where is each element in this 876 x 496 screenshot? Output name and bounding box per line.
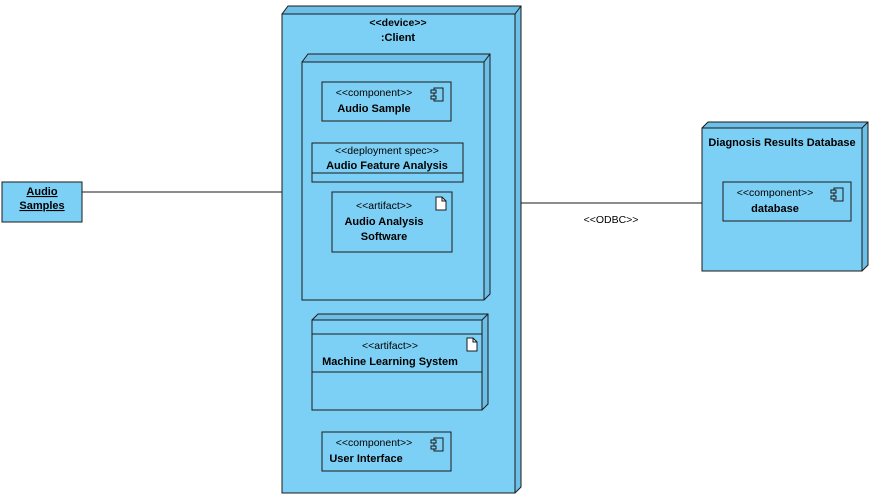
artifact-icon: [466, 337, 478, 352]
artifact-icon: [435, 196, 447, 211]
component-icon: [430, 87, 444, 102]
deployment-spec-name: Audio Feature Analysis: [326, 160, 448, 172]
machine-learning-system-name: Machine Learning System: [322, 356, 458, 368]
machine-learning-system-stereotype: <<artifact>>: [362, 340, 418, 352]
audio-samples-label-line1: Audio: [26, 186, 57, 198]
user-interface-component[interactable]: <<component>> User Interface: [321, 431, 452, 472]
audio-sample-stereotype: <<component>>: [336, 87, 412, 99]
odbc-connector-label: <<ODBC>>: [584, 214, 639, 226]
database-component-stereotype: <<component>>: [737, 187, 813, 199]
machine-learning-system-artifact[interactable]: <<artifact>> Machine Learning System: [311, 333, 483, 373]
user-interface-name: User Interface: [329, 453, 402, 465]
client-name: :Client: [381, 32, 416, 44]
deployment-spec-stereotype: <<deployment spec>>: [335, 145, 439, 157]
component-icon: [430, 437, 444, 452]
database-component[interactable]: <<component>> database: [722, 181, 852, 222]
audio-feature-analysis-deployment-spec[interactable]: <<deployment spec>> Audio Feature Analys…: [311, 142, 464, 183]
audio-analysis-software-stereotype: <<artifact>>: [356, 200, 412, 212]
audio-analysis-software-artifact[interactable]: <<artifact>> Audio Analysis Software: [331, 191, 453, 253]
database-component-name: database: [751, 203, 799, 215]
audio-analysis-software-name-line1: Audio Analysis: [344, 216, 423, 228]
component-icon: [830, 187, 844, 202]
audio-analysis-software-name-line2: Software: [361, 231, 407, 243]
client-stereotype: <<device>>: [369, 17, 426, 29]
audio-samples-label-line2: Samples: [19, 200, 64, 212]
audio-samples-object[interactable]: Audio Samples: [1, 181, 83, 223]
audio-sample-name: Audio Sample: [337, 103, 410, 115]
audio-sample-component[interactable]: <<component>> Audio Sample: [321, 81, 452, 122]
diagnosis-results-database-name: Diagnosis Results Database: [708, 137, 855, 149]
user-interface-stereotype: <<component>>: [336, 437, 412, 449]
